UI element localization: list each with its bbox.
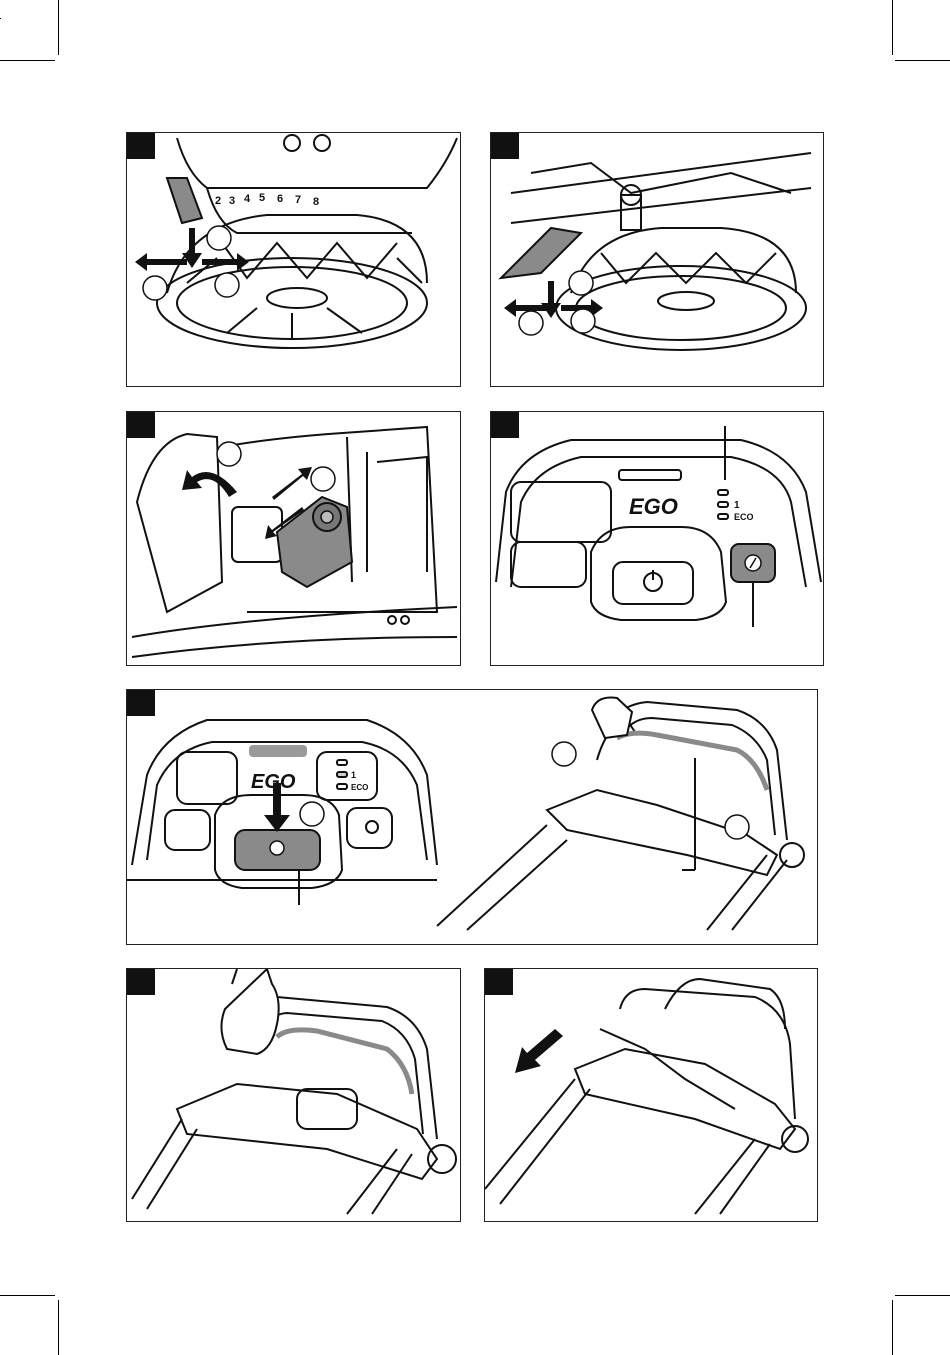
figure-height-adjust-rear (490, 132, 824, 387)
figure-push-mower (484, 968, 818, 1222)
crop-mark-br-v (892, 1300, 893, 1355)
height-scale-2: 2 (215, 195, 221, 207)
height-scale-7: 7 (295, 194, 301, 206)
battery-compartment-illustration (127, 412, 461, 666)
crop-mark-tr-v (892, 0, 893, 55)
crop-mark-br-h (895, 1295, 950, 1296)
height-scale-6: 6 (277, 193, 283, 205)
figure-hold-bail (126, 968, 461, 1222)
height-scale-4: 4 (244, 193, 251, 205)
height-scale-3: 3 (229, 195, 235, 207)
height-scale-5: 5 (259, 192, 265, 204)
ego-logo: EGO (629, 494, 678, 519)
indicator-label-1: 1 (351, 770, 356, 780)
crop-mark-tl-v (58, 0, 59, 55)
crop-mark-bl-h (0, 1295, 55, 1296)
rear-wheel-illustration (491, 133, 824, 387)
wheel-height-illustration: 2 3 4 5 6 7 8 (127, 133, 461, 387)
crop-mark-tl-h (0, 60, 55, 61)
crop-mark-tr-h (895, 60, 950, 61)
figure-start-procedure: EGO 1 ECO (126, 689, 818, 945)
height-scale-8: 8 (313, 196, 319, 208)
indicator-label-1: 1 (734, 500, 740, 511)
hold-bail-illustration (127, 969, 461, 1222)
indicator-label-eco: ECO (351, 783, 368, 792)
ego-logo: EGO (251, 771, 296, 793)
indicator-label-eco: ECO (734, 512, 754, 522)
figure-battery-install (126, 411, 461, 666)
crop-mark-bl-v (58, 1300, 59, 1355)
start-procedure-illustration: EGO 1 ECO (127, 690, 818, 945)
control-panel-illustration: EGO 1 ECO (491, 412, 824, 666)
figure-height-adjust-front: 2 3 4 5 6 7 8 (126, 132, 461, 387)
figure-control-panel-key: EGO 1 ECO (490, 411, 824, 666)
crop-mark-tl-h2 (0, 18, 1, 19)
push-mower-illustration (485, 969, 818, 1222)
